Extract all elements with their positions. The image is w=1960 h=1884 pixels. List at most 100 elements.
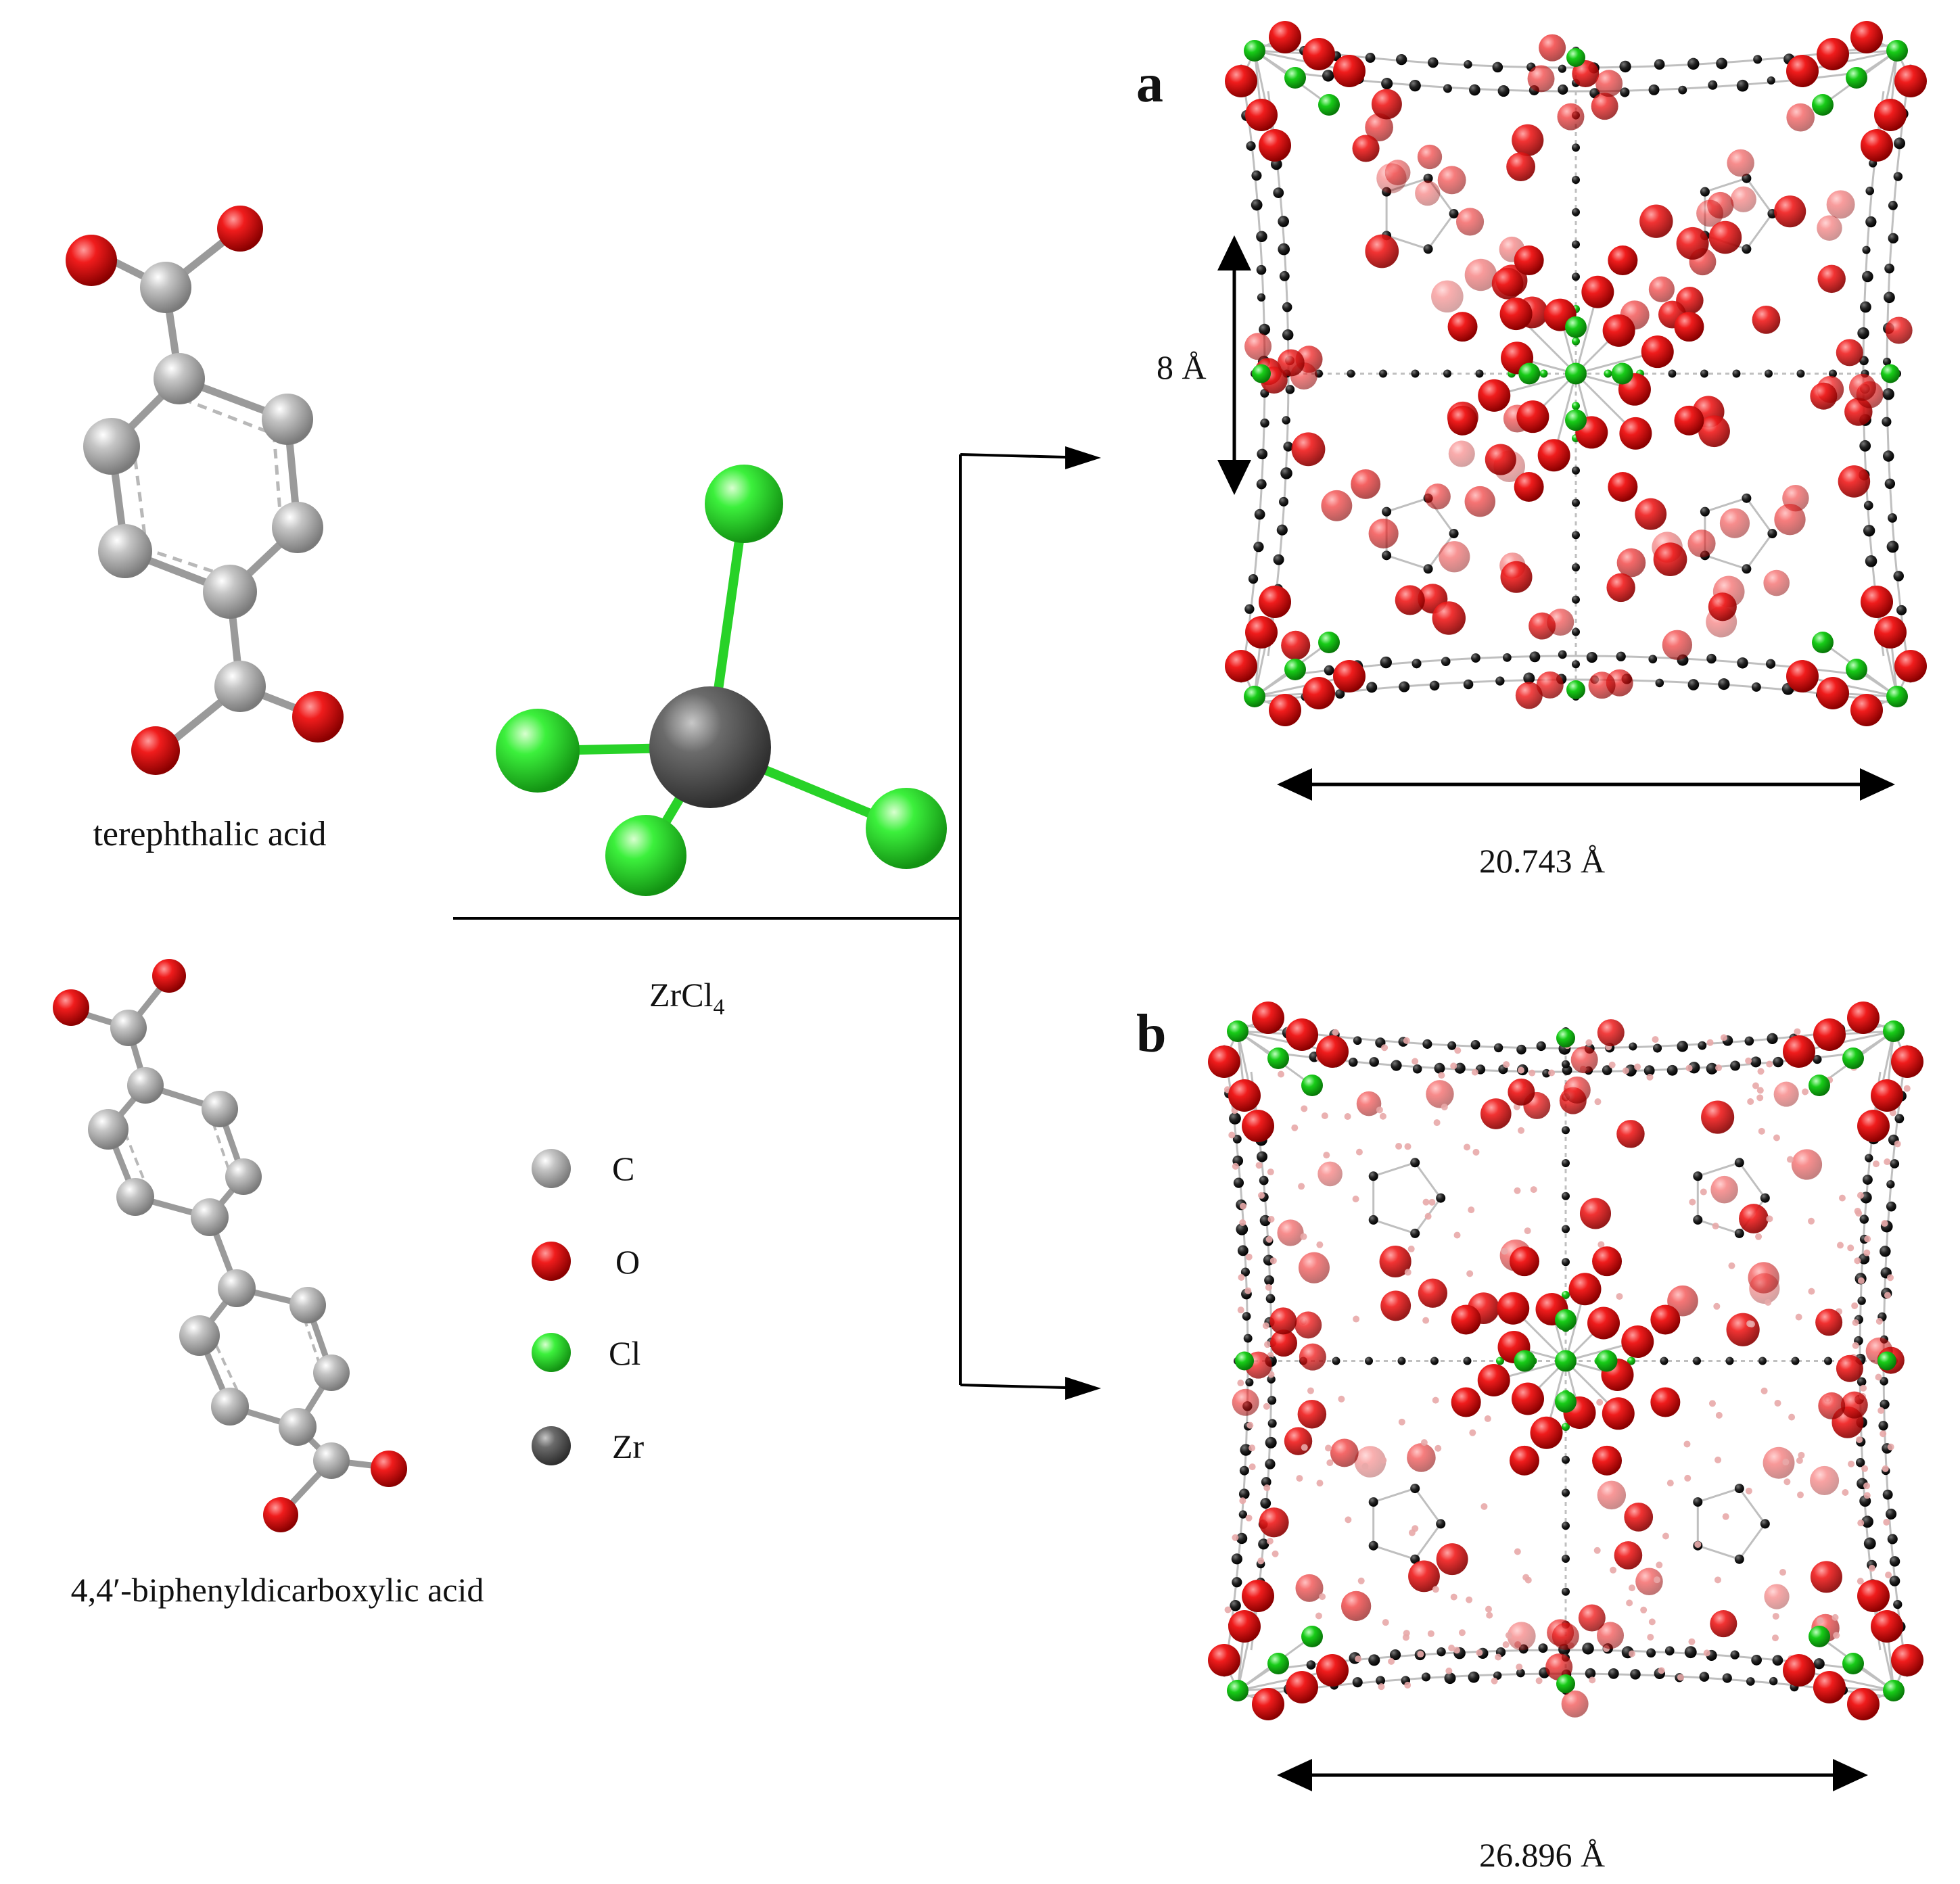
framework-hydrogen-atom	[1382, 1619, 1389, 1626]
framework-hydrogen-atom	[1629, 1650, 1636, 1657]
framework-carbon-atom	[1368, 1540, 1378, 1551]
framework-carbon-atom	[1630, 1669, 1641, 1680]
framework-hydrogen-atom	[1886, 1274, 1894, 1281]
framework-oxygen-atom	[1491, 267, 1524, 300]
framework-carbon-atom	[1389, 1649, 1401, 1661]
framework-carbon-atom	[1258, 1538, 1269, 1550]
framework-faded-oxygen-atom	[1437, 166, 1466, 195]
framework-axis-atom	[1379, 369, 1387, 378]
framework-hydrogen-atom	[1854, 1207, 1861, 1215]
framework-faded-oxygen-atom	[1448, 440, 1475, 467]
framework-oxygen-atom	[1436, 1543, 1468, 1576]
framework-axis-atom	[1496, 1357, 1504, 1365]
framework-hydrogen-atom	[1238, 1273, 1245, 1281]
framework-hydrogen-atom	[1505, 1632, 1512, 1639]
framework-oxygen-atom	[1303, 677, 1335, 709]
framework-carbon-atom	[1734, 1554, 1744, 1564]
framework-oxygen-atom	[1506, 152, 1536, 181]
framework-hydrogen-atom	[1712, 1223, 1719, 1230]
framework-hydrogen-atom	[1480, 1503, 1488, 1510]
framework-carbon-atom	[1882, 1489, 1893, 1500]
framework-hydrogen-atom	[1246, 1421, 1254, 1429]
framework-hydrogen-atom	[1854, 1257, 1861, 1265]
framework-axis-atom	[1572, 660, 1580, 669]
framework-faded-oxygen-atom	[1424, 483, 1451, 510]
framework-carbon-atom	[1536, 1041, 1546, 1052]
chlorine-atom	[605, 815, 686, 896]
framework-oxygen-atom	[1698, 415, 1730, 448]
framework-hydrogen-atom	[1266, 1538, 1274, 1545]
framework-hydrogen-atom	[1656, 1561, 1663, 1569]
oxygen-atom	[217, 206, 263, 252]
framework-hydrogen-atom	[1434, 1444, 1442, 1452]
carbon-atom	[154, 353, 205, 404]
framework-faded-oxygen-atom	[1354, 1446, 1386, 1478]
framework-carbon-atom	[1760, 1519, 1770, 1529]
framework-carbon-atom	[1708, 80, 1718, 90]
framework-hydrogen-atom	[1860, 1384, 1867, 1392]
framework-axis-atom	[1562, 1423, 1570, 1431]
framework-hydrogen-atom	[1315, 1612, 1322, 1620]
framework-carbon-atom	[1382, 550, 1392, 561]
framework-faded-oxygen-atom	[1417, 144, 1443, 170]
framework-carbon-atom	[1760, 1193, 1770, 1203]
framework-faded-oxygen-atom	[1455, 208, 1485, 236]
framework-hydrogen-atom	[1616, 1293, 1623, 1300]
framework-axis-atom	[1572, 240, 1580, 249]
biphenyl-dicarboxylic-acid-molecule	[53, 959, 407, 1532]
legend-carbon-label: C	[612, 1150, 634, 1187]
framework-hydrogen-atom	[1325, 1444, 1332, 1452]
framework-hydrogen-atom	[1469, 1429, 1476, 1436]
framework-hydrogen-atom	[1514, 1187, 1521, 1194]
framework-faded-oxygen-atom	[1415, 181, 1441, 206]
framework-hydrogen-atom	[1881, 1220, 1888, 1227]
framework-hydrogen-atom	[1501, 1248, 1508, 1255]
framework-faded-oxygen-atom	[1597, 1480, 1627, 1510]
framework-carbon-atom	[1862, 245, 1871, 254]
framework-carbon-atom	[1896, 605, 1907, 615]
framework-hydrogen-atom	[1788, 1413, 1796, 1421]
framework-faded-oxygen-atom	[1719, 508, 1750, 538]
framework-oxygen-atom	[1857, 1110, 1890, 1142]
framework-hydrogen-atom	[1271, 1550, 1279, 1557]
framework-hydrogen-atom	[1237, 1380, 1244, 1387]
framework-hydrogen-atom	[1432, 1396, 1439, 1404]
framework-hydrogen-atom	[1232, 1162, 1239, 1170]
framework-axis-atom	[1732, 369, 1741, 378]
framework-carbon-atom	[1497, 85, 1510, 97]
framework-oxygen-atom	[1537, 439, 1570, 472]
framework-hydrogen-atom	[1863, 1249, 1871, 1256]
framework-carbon-atom	[1646, 1648, 1656, 1658]
oxygen-atom	[292, 691, 344, 743]
framework-oxygen-atom	[1591, 93, 1618, 120]
framework-carbon-atom	[1742, 564, 1752, 574]
framework-carbon-atom	[1886, 540, 1899, 553]
framework-hydrogen-atom	[1746, 1320, 1754, 1327]
framework-oxygen-atom	[1545, 1653, 1573, 1681]
framework-axis-atom	[1604, 369, 1612, 378]
legend-oxygen-swatch	[532, 1242, 571, 1281]
framework-faded-oxygen-atom	[1426, 1080, 1454, 1108]
framework-oxygen-atom	[1813, 1671, 1846, 1703]
framework-hydrogen-atom	[1395, 1142, 1403, 1150]
framework-carbon-atom	[1253, 541, 1264, 552]
framework-hydrogen-atom	[1884, 1292, 1891, 1299]
framework-faded-oxygen-atom	[1317, 1161, 1343, 1187]
framework-carbon-atom	[1648, 655, 1658, 664]
framework-oxygen-atom	[1244, 333, 1272, 360]
framework-carbon-atom	[1706, 1062, 1718, 1075]
framework-axis-atom	[1562, 1159, 1570, 1167]
framework-hydrogen-atom	[1257, 1192, 1265, 1199]
framework-carbon-atom	[1653, 1043, 1662, 1053]
framework-carbon-atom	[1256, 264, 1267, 275]
framework-carbon-atom	[1863, 500, 1873, 511]
framework-zirconium-atom	[1301, 1626, 1323, 1647]
arrow-to-panel-a	[1065, 446, 1101, 469]
framework-hydrogen-atom	[1514, 1548, 1521, 1555]
framework-oxygen-atom	[1557, 103, 1585, 131]
carbon-atom	[279, 1408, 317, 1446]
carbon-atom	[289, 1287, 326, 1323]
framework-axis-atom	[1824, 1357, 1832, 1365]
framework-faded-oxygen-atom	[1810, 1465, 1840, 1495]
framework-carbon-atom	[1730, 1060, 1741, 1071]
